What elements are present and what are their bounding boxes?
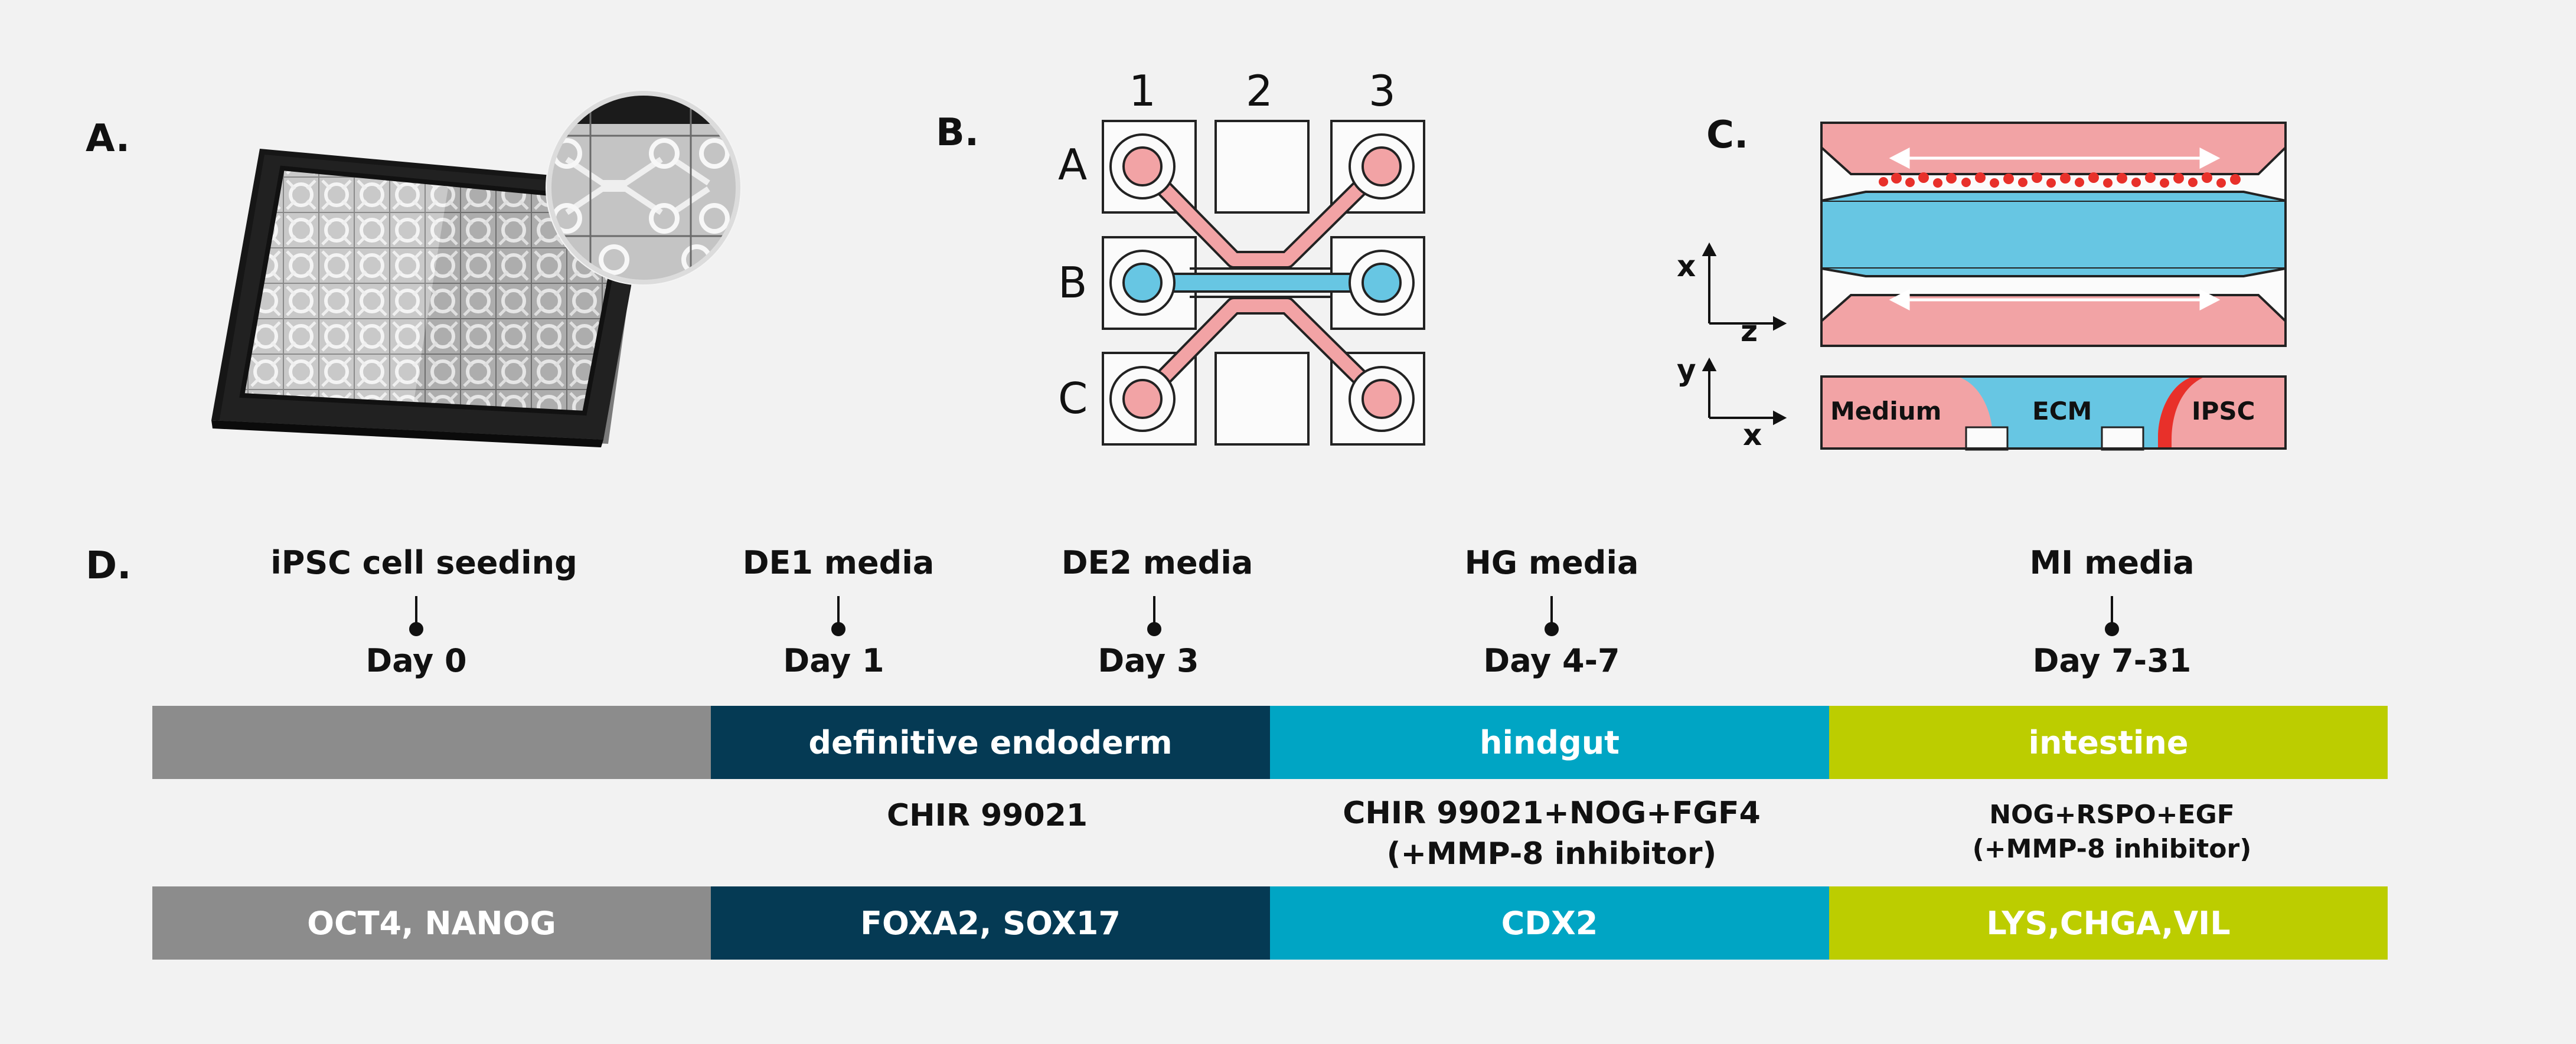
factors-endoderm-line1: CHIR 99021 (886, 798, 1088, 833)
axes-top (1702, 242, 1787, 331)
chip-row-b: B (1058, 258, 1088, 307)
factors-hindgut-line1: CHIR 99021+NOG+FGF4 (1343, 796, 1761, 831)
chip-column-2: 2 (1246, 66, 1273, 116)
event-day-1: Day 1 (783, 642, 884, 679)
event-media-3: HG media (1464, 544, 1639, 581)
marker-band-ipsc: OCT4, NANOG (152, 886, 711, 960)
axis-label-y: y (1677, 353, 1696, 387)
panel-label-c: C. (1706, 113, 1749, 157)
ipsc-cells (1879, 172, 2241, 188)
label-ecm: ECM (2032, 397, 2092, 426)
label-medium: Medium (1830, 397, 1942, 426)
plate-zoom-inset (546, 90, 742, 286)
panel-label-b: B. (936, 111, 980, 155)
chip-layout (1102, 120, 1425, 446)
chip-column-1: 1 (1129, 66, 1156, 116)
marker-band-hindgut: CDX2 (1270, 886, 1829, 960)
panel-label-d: D. (86, 544, 132, 588)
factors-intestine: NOG+RSPO+EGF (+MMP-8 inhibitor) (1973, 798, 2252, 866)
chip-column-3: 3 (1369, 66, 1396, 116)
event-media-2: DE2 media (1061, 544, 1253, 581)
marker-band-endoderm: FOXA2, SOX17 (711, 886, 1270, 960)
stage-band-ipsc (152, 706, 711, 779)
channel-side-view (1820, 375, 2287, 451)
stage-band-hindgut: hindgut (1270, 706, 1829, 779)
factors-endoderm: CHIR 99021 (887, 796, 1088, 836)
channel-top-view (1820, 122, 2287, 347)
chip-row-a: A (1058, 140, 1088, 189)
event-day-0: Day 0 (365, 642, 467, 679)
factors-intestine-line1: NOG+RSPO+EGF (1989, 800, 2235, 830)
event-day-4: Day 7-31 (2032, 642, 2192, 679)
axis-label-z: z (1741, 314, 1758, 348)
factors-intestine-line2: (+MMP-8 inhibitor) (1972, 834, 2252, 865)
axis-label-x-top: x (1677, 249, 1696, 283)
chip-row-c: C (1058, 374, 1088, 423)
axis-label-x-bottom: x (1743, 418, 1762, 452)
stage-band-endoderm: definitive endoderm (711, 706, 1270, 779)
panel-label-a: A. (86, 117, 130, 161)
axes-bottom (1702, 357, 1787, 426)
label-ipsc: IPSC (2192, 397, 2255, 426)
factors-hindgut: CHIR 99021+NOG+FGF4 (+MMP-8 inhibitor) (1343, 793, 1761, 874)
plate-photo (211, 149, 649, 447)
event-day-3: Day 4-7 (1483, 642, 1620, 679)
stage-band-intestine: intestine (1829, 706, 2388, 779)
marker-band-intestine: LYS,CHGA,VIL (1829, 886, 2388, 960)
event-media-1: DE1 media (742, 544, 935, 581)
event-media-4: MI media (2029, 544, 2195, 581)
event-day-2: Day 3 (1098, 642, 1199, 679)
timeline-ticks (409, 596, 2119, 636)
event-media-0: iPSC cell seeding (270, 544, 577, 581)
factors-hindgut-line2: (+MMP-8 inhibitor) (1386, 836, 1717, 872)
